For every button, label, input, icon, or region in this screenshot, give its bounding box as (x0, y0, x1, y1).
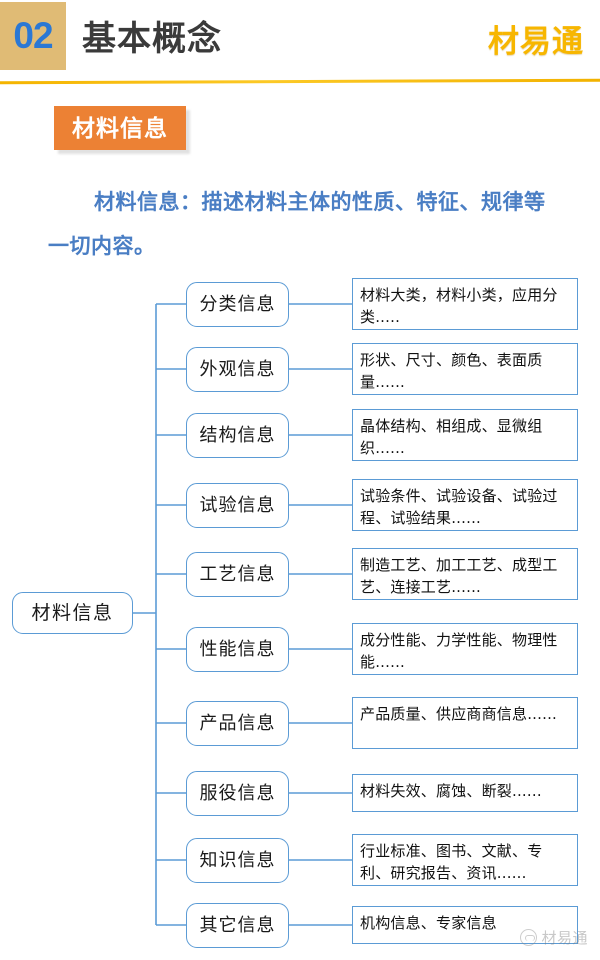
section-number: 02 (13, 15, 53, 56)
description-text: 材料信息：描述材料主体的性质、特征、规律等一切内容。 (48, 191, 546, 258)
tree-branch-node-1[interactable]: 分类信息 (186, 282, 289, 327)
tree-branch-node-2[interactable]: 外观信息 (186, 347, 289, 392)
tree-branch-node-3[interactable]: 结构信息 (186, 413, 289, 458)
tree-detail-box-7: 产品质量、供应商商信息...... (352, 697, 578, 749)
tree-detail-box-5: 制造工艺、加工工艺、成型工艺、连接工艺...... (352, 548, 578, 600)
page-title: 基本概念 (82, 20, 222, 58)
tree-detail-box-9: 行业标准、图书、文献、专利、研究报告、资讯...... (352, 834, 578, 886)
tree-detail-box-2: 形状、尺寸、颜色、表面质量...... (352, 343, 578, 395)
tree-branch-node-5[interactable]: 工艺信息 (186, 552, 289, 597)
tree-detail-box-3: 晶体结构、相组成、显微组织...... (352, 409, 578, 461)
tree-root-node[interactable]: 材料信息 (12, 592, 133, 634)
tree-branch-node-8[interactable]: 服役信息 (186, 771, 289, 816)
watermark-text: 材易通 (541, 929, 588, 947)
tree-detail-box-10: 机构信息、专家信息 (352, 906, 578, 944)
tree-branch-node-9[interactable]: 知识信息 (186, 838, 289, 883)
section-number-box: 02 (0, 2, 66, 70)
tree-branch-node-7[interactable]: 产品信息 (186, 701, 289, 746)
tree-detail-box-4: 试验条件、试验设备、试验过程、试验结果...... (352, 479, 578, 531)
tree-detail-box-8: 材料失效、腐蚀、断裂...... (352, 774, 578, 812)
tree-branch-node-4[interactable]: 试验信息 (186, 483, 289, 528)
section-badge: 材料信息 (54, 106, 186, 150)
watermark: 材易通 (520, 927, 588, 948)
slide-header: 02 基本概念 材易通 (0, 0, 600, 78)
tree-detail-box-6: 成分性能、力学性能、物理性能...... (352, 623, 578, 675)
tree-branch-node-6[interactable]: 性能信息 (186, 627, 289, 672)
tree-branch-node-10[interactable]: 其它信息 (186, 903, 289, 948)
tree-detail-box-1: 材料大类，材料小类，应用分类..... (352, 278, 578, 330)
brand-logo: 材易通 (488, 24, 584, 59)
circle-logo-icon (520, 929, 538, 946)
